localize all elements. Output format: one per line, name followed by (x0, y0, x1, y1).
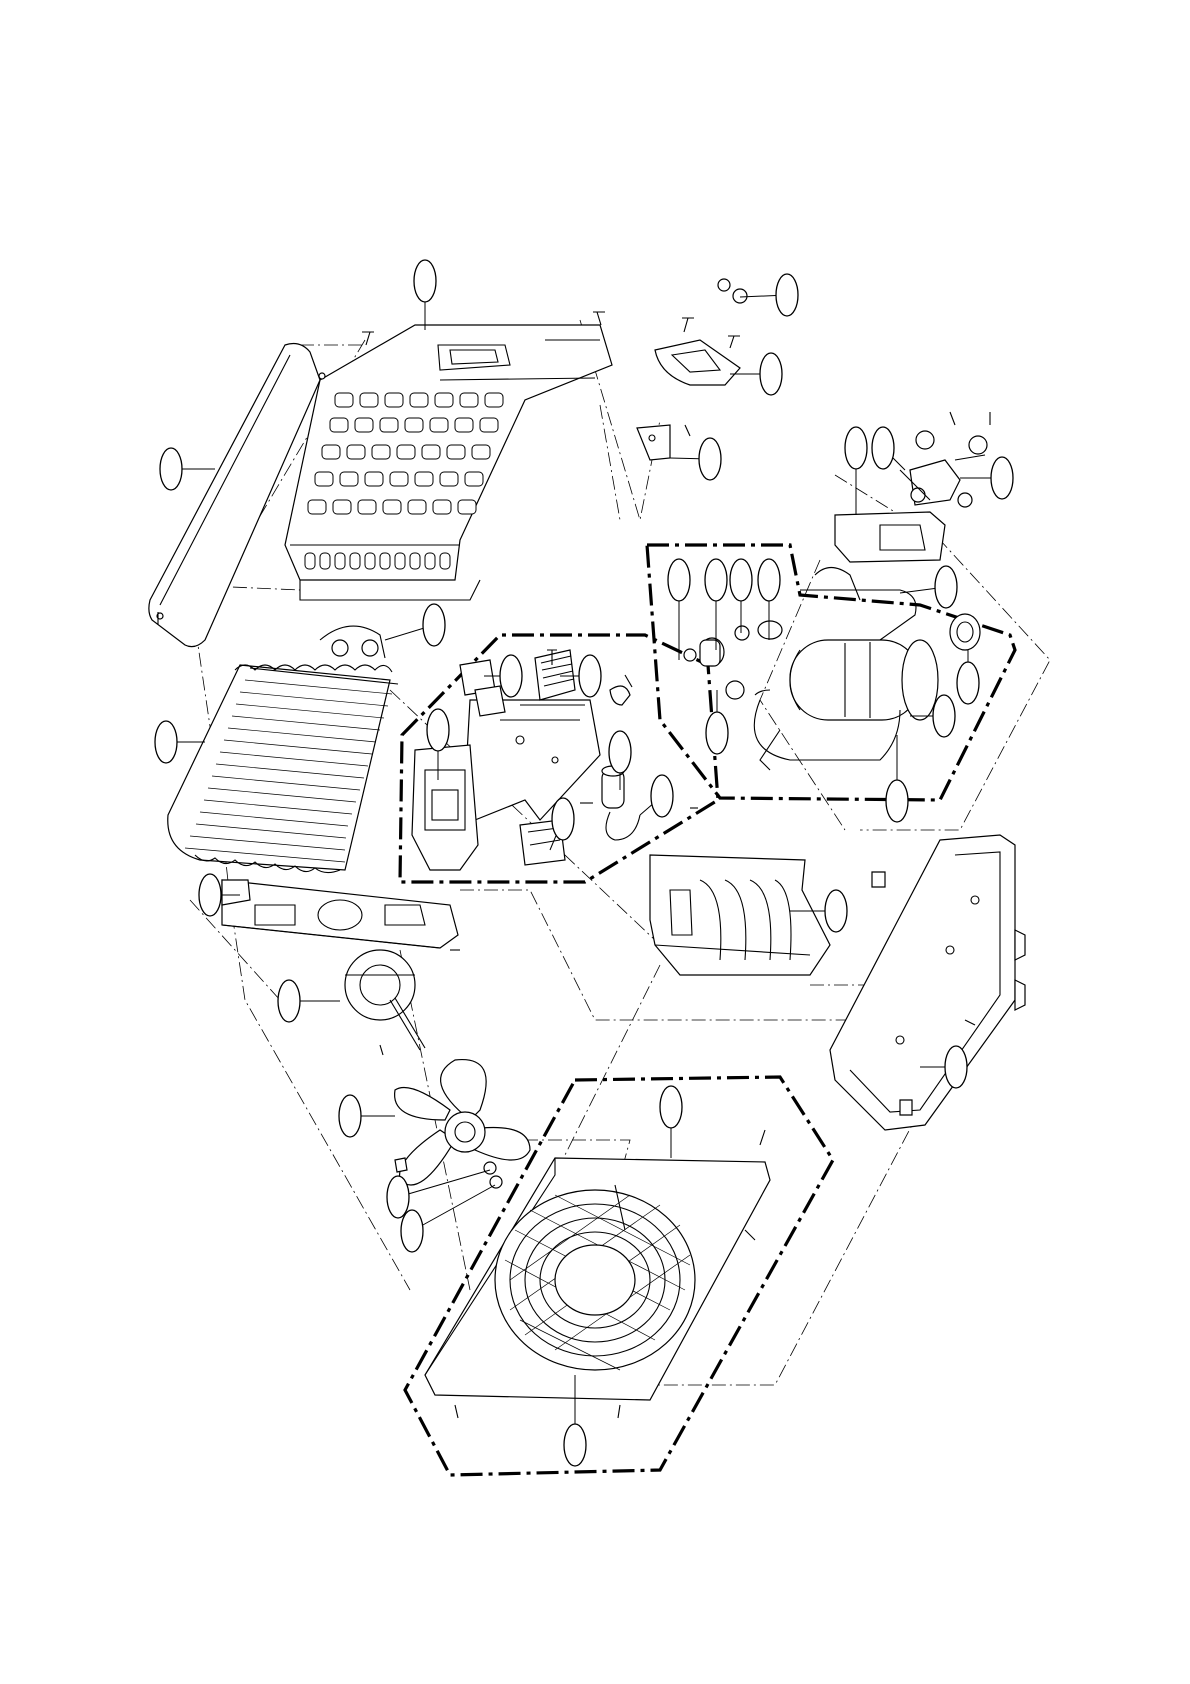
callout-control-box (427, 709, 449, 751)
compressor (684, 568, 980, 771)
callout-barrier (825, 890, 847, 932)
top-cover (285, 325, 612, 600)
callout-compressor (933, 695, 955, 737)
callout-fan (339, 1095, 361, 1137)
callout-valve-bracket (845, 427, 867, 469)
leader-line-nut-fan (412, 1185, 495, 1231)
callout-rubber-1 (668, 559, 690, 601)
callout-grille (564, 1424, 586, 1466)
callout-washer-1 (758, 559, 780, 601)
callout-fan-motor (278, 980, 300, 1022)
callout-front-grille (660, 1086, 682, 1128)
callout-reactor (552, 798, 574, 840)
barrier (650, 855, 830, 975)
condenser (168, 626, 398, 872)
callout-terminal-1 (500, 655, 522, 697)
callout-nut-1 (730, 559, 752, 601)
callout-cap-nuts (776, 274, 798, 316)
callout-pipe-discharge (935, 566, 957, 608)
fan-motor (345, 950, 425, 1050)
callout-capacitor (609, 731, 631, 773)
callout-side-panel-left (160, 448, 182, 490)
callout-bracket-small (699, 438, 721, 480)
callout-pipe-suction (886, 780, 908, 822)
motor-mount (222, 880, 458, 948)
control-box (412, 650, 640, 870)
callout-motor-mount (199, 874, 221, 916)
callout-valve-cover (760, 353, 782, 395)
callout-top-cover (414, 260, 436, 302)
callout-side-panel-right (945, 1046, 967, 1088)
valve-cover (655, 279, 747, 385)
callout-washer-fan (387, 1176, 409, 1218)
callout-overload (706, 712, 728, 754)
callout-capillary (423, 604, 445, 646)
callout-service-valve (991, 457, 1013, 499)
callout-condenser (155, 721, 177, 763)
bracket-small (637, 425, 670, 460)
fan (395, 1060, 530, 1188)
callout-accumulator (957, 662, 979, 704)
callout-rubber-2 (705, 559, 727, 601)
callout-valve-body (872, 427, 894, 469)
callout-nut-fan (401, 1210, 423, 1252)
callout-capacitor-clamp (651, 775, 673, 817)
callout-terminal-block (579, 655, 601, 697)
side-panel-right (830, 835, 1025, 1130)
